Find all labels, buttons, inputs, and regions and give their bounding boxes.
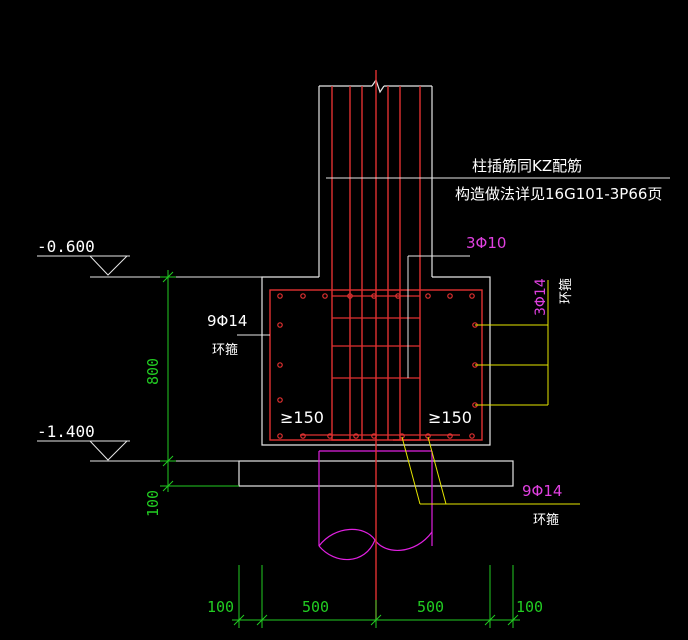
column-hoops bbox=[300, 295, 460, 436]
dim-height: 800 bbox=[144, 358, 162, 385]
side-bar-label: 3Φ14 bbox=[533, 278, 549, 316]
side-bar-type: 环箍 bbox=[558, 278, 574, 304]
dim-bottom-right-edge: 100 bbox=[516, 598, 543, 616]
dim-bottom-left-half: 500 bbox=[302, 598, 329, 616]
column-note-2: 构造做法详见16G101-3P66页 bbox=[455, 185, 662, 203]
bottom-bar-label: 9Φ14 bbox=[522, 482, 562, 500]
leaders-yellow bbox=[401, 280, 580, 505]
column-outline bbox=[318, 78, 433, 277]
anchor-left-label: ≥150 bbox=[280, 408, 324, 427]
rebar-dots bbox=[277, 293, 478, 439]
leaders-white bbox=[237, 177, 670, 378]
left-bar-label: 9Φ14 bbox=[207, 312, 247, 330]
left-bar-type: 环箍 bbox=[212, 342, 238, 358]
anchor-right-label: ≥150 bbox=[428, 408, 472, 427]
dim-bottom-left-edge: 100 bbox=[207, 598, 234, 616]
elevation-bottom: -1.400 bbox=[37, 422, 95, 441]
dim-cushion: 100 bbox=[144, 490, 162, 517]
dim-bottom-right-half: 500 bbox=[417, 598, 444, 616]
elevation-top: -0.600 bbox=[37, 237, 95, 256]
column-rebars bbox=[331, 70, 421, 620]
dimension-lines bbox=[160, 270, 520, 628]
top-bar-label: 3Φ10 bbox=[466, 234, 506, 252]
column-note-1: 柱插筋同KZ配筋 bbox=[472, 157, 582, 175]
bottom-bar-type: 环箍 bbox=[533, 512, 559, 528]
